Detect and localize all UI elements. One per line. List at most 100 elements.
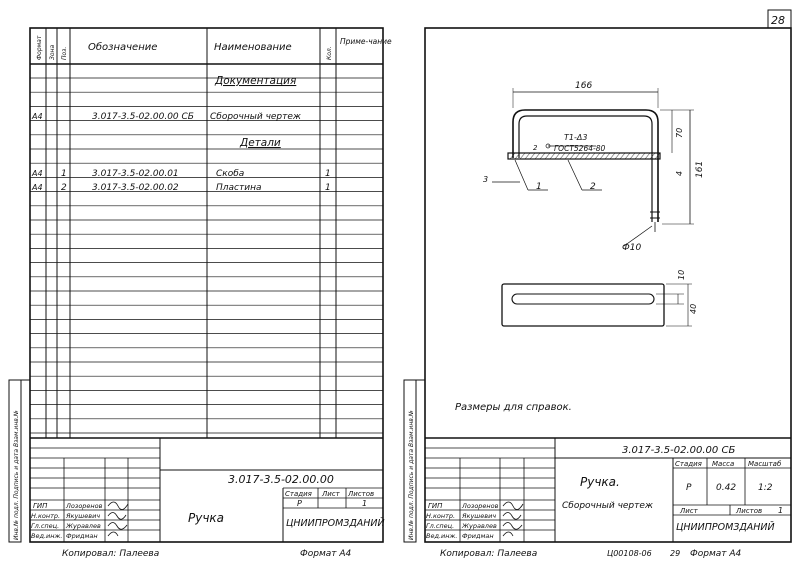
note-reference: Размеры для справок. xyxy=(455,402,572,413)
hdr-pos: Поз. xyxy=(61,47,68,60)
hdr-designation: Обозначение xyxy=(88,41,157,53)
right-sheet-label: Лист xyxy=(679,507,699,515)
row-2-qty: 1 xyxy=(325,169,331,179)
row-3-pos: 2 xyxy=(61,183,67,193)
left-signer-1-role: ГИП xyxy=(33,502,48,510)
row-1-name: Сборочный чертеж xyxy=(210,112,302,122)
hatch-line xyxy=(639,152,646,160)
left-sheet: Формат Зона Поз. Обозначение Наименовани… xyxy=(8,27,392,559)
left-title-name: Ручка xyxy=(188,511,224,525)
row-2-pos: 1 xyxy=(61,169,67,179)
hatch-line xyxy=(579,152,586,160)
left-signer-2-name: Якушевич xyxy=(65,512,100,520)
row-3-name: Пластина xyxy=(216,183,261,193)
right-title-code: 3.017-3.5-02.00.00 СБ xyxy=(622,445,735,456)
right-org: ЦНИИПРОМЗДАНИЙ xyxy=(676,521,775,533)
right-scale-header: Масштаб xyxy=(748,460,782,468)
weld-leg: 2 xyxy=(533,144,538,152)
right-archive-sheet: 29 xyxy=(670,549,680,558)
hatch-line xyxy=(519,152,526,160)
right-sheets: 1 xyxy=(778,506,783,515)
hatch-line xyxy=(529,152,536,160)
hatch-line xyxy=(629,152,636,160)
hatch-line xyxy=(599,152,606,160)
row-3-qty: 1 xyxy=(325,183,331,193)
signature-mark xyxy=(107,531,119,537)
left-signer-3-name: Журавлев xyxy=(65,522,101,530)
row-3-designation: 3.017-3.5-02.00.02 xyxy=(92,183,179,193)
row-2-designation: 3.017-3.5-02.00.01 xyxy=(92,169,179,179)
hatch-line xyxy=(619,152,626,160)
right-frame xyxy=(424,27,792,543)
right-sheets-label: Листов xyxy=(735,507,762,515)
right-signer-3-name: Журавлев xyxy=(461,522,497,530)
dim-width: 166 xyxy=(575,81,592,91)
right-signer-2-role: Н.контр. xyxy=(426,512,455,520)
hdr-name: Наименование xyxy=(214,42,292,53)
hatch-line xyxy=(509,152,516,160)
weld-symbol: Т1-Δ3 xyxy=(564,133,587,142)
left-sheet-header: Лист xyxy=(321,490,341,498)
hatch-line xyxy=(589,152,596,160)
right-sheet: 28 166 161 70 4 xyxy=(403,9,792,559)
hatch-line xyxy=(584,152,591,160)
hatch-line xyxy=(514,152,521,160)
hatch-line xyxy=(549,152,556,160)
dim-diameter: Ф10 xyxy=(622,243,641,253)
hatch-line xyxy=(654,152,661,160)
section-docs: Документация xyxy=(214,75,296,87)
left-sheets: 1 xyxy=(362,499,367,508)
hdr-note: Приме-чание xyxy=(340,37,392,46)
right-title-sub: Сборочный чертеж xyxy=(562,501,654,511)
right-title-name: Ручка. xyxy=(580,475,620,489)
hatch-line xyxy=(644,152,651,160)
hatch-line xyxy=(564,152,571,160)
right-signer-1-role: ГИП xyxy=(428,502,443,510)
row-1-designation: 3.017-3.5-02.00.00 СБ xyxy=(92,112,194,122)
right-copied: Копировал: Палеева xyxy=(440,549,537,559)
row-3-format: А4 xyxy=(31,183,43,192)
hatch-line xyxy=(609,152,616,160)
hatch-line xyxy=(524,152,531,160)
signature-mark xyxy=(502,501,524,510)
dim-top: 70 xyxy=(675,128,684,138)
dim-plate-width: 40 xyxy=(689,304,698,314)
row-2-name: Скоба xyxy=(216,169,244,179)
left-side-stamp: Инв.№ подл. Подпись и дата Взам.инв.№ xyxy=(13,410,20,540)
left-stage: Р xyxy=(297,499,302,508)
left-sheets-header: Листов xyxy=(347,490,374,498)
weld-standard: ГОСТ5264-80 xyxy=(554,144,605,153)
plate-plan-view: 10 40 xyxy=(501,270,698,327)
hatch-line xyxy=(614,152,621,160)
hdr-zone: Зона xyxy=(49,45,56,60)
row-2-format: А4 xyxy=(31,169,43,178)
hatch-line xyxy=(594,152,601,160)
signature-mark xyxy=(502,522,523,530)
hatch-line xyxy=(634,152,641,160)
hatch-line xyxy=(539,152,546,160)
right-stage: Р xyxy=(686,483,692,493)
page-number: 28 xyxy=(771,14,785,27)
left-signer-4-name: Фридман xyxy=(66,532,98,540)
right-mass: 0.42 xyxy=(716,483,736,493)
section-parts: Детали xyxy=(239,137,281,149)
signature-mark xyxy=(502,531,514,537)
left-signer-3-role: Гл.спец. xyxy=(31,522,59,530)
left-signer-2-role: Н.контр. xyxy=(31,512,60,520)
left-org: ЦНИИПРОМЗДАНИЙ xyxy=(286,517,385,529)
signature-mark xyxy=(107,522,128,530)
callout-2: 2 xyxy=(590,182,596,192)
hatch-line xyxy=(569,152,576,160)
right-signer-4-role: Вед.инж. xyxy=(426,532,457,540)
right-format: Формат А4 xyxy=(690,549,742,559)
hatch-line xyxy=(559,152,566,160)
left-stage-header: Стадия xyxy=(285,490,312,498)
left-signer-4-role: Вед.инж. xyxy=(31,532,62,540)
left-format: Формат А4 xyxy=(300,549,352,559)
hdr-qty: Кол. xyxy=(326,46,333,60)
hatch-line xyxy=(534,152,541,160)
left-signer-1-name: Лозоренов xyxy=(65,502,103,510)
right-signer-3-role: Гл.спец. xyxy=(426,522,454,530)
left-copied: Копировал: Палеева xyxy=(62,549,159,559)
